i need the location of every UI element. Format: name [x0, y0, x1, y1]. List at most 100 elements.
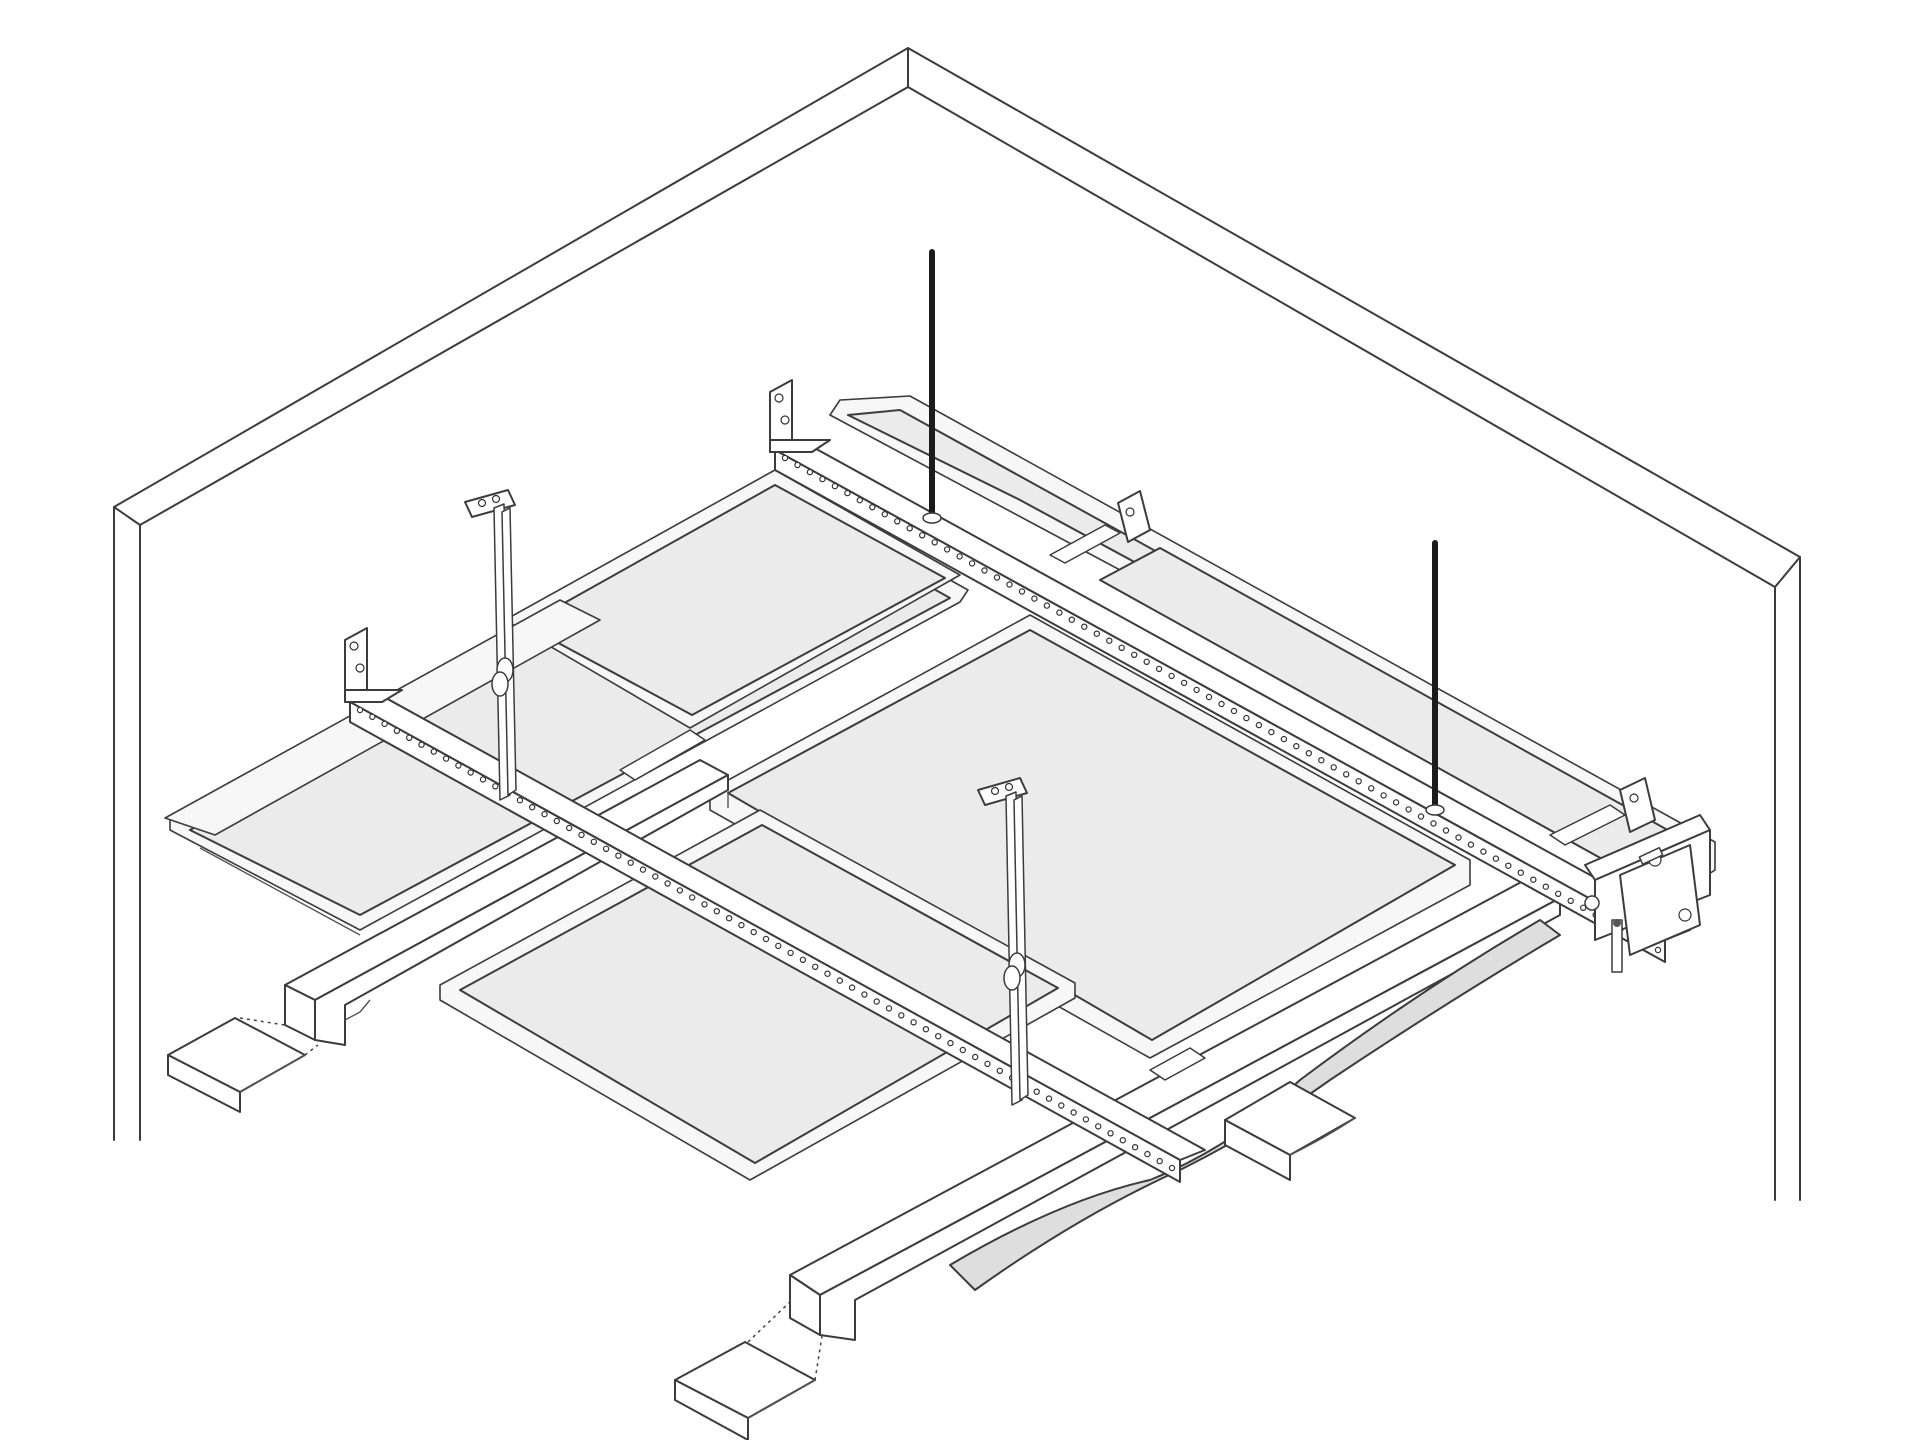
perforation-hole	[1033, 1088, 1040, 1095]
perforation-hole	[894, 518, 901, 525]
perforation-hole	[430, 748, 437, 755]
perforation-hole	[1018, 588, 1026, 595]
perforation-hole	[1355, 778, 1362, 785]
perforation-hole	[762, 935, 770, 943]
perforation-hole	[738, 921, 745, 929]
carrier-profile-end-3	[1224, 1081, 1356, 1181]
perforation-hole	[1106, 637, 1113, 644]
perforation-hole	[1579, 904, 1587, 912]
perforation-hole	[844, 489, 851, 497]
perforation-hole	[1006, 581, 1013, 588]
perforation-hole	[831, 482, 839, 490]
perforation-hole	[1380, 792, 1387, 799]
threaded-suspension-rod-1	[922, 249, 942, 524]
perforation-hole	[602, 845, 610, 853]
perforation-hole	[1180, 679, 1188, 687]
perforation-hole	[467, 769, 474, 776]
perforation-hole	[1505, 862, 1512, 869]
perforation-hole	[799, 956, 807, 964]
ceiling-panel-upper-left	[504, 469, 961, 729]
perforation-hole	[639, 866, 647, 873]
perforation-hole	[590, 838, 598, 846]
perforation-hole	[1367, 785, 1375, 792]
perforation-hole	[1070, 1109, 1077, 1116]
perforation-hole	[881, 511, 889, 518]
carrier-profile-end-1	[167, 1017, 319, 1113]
perforation-hole	[856, 497, 864, 504]
cross-tee-profiles	[619, 524, 1626, 1081]
perforation-hole	[996, 1067, 1004, 1075]
perforation-hole	[492, 783, 499, 790]
perforation-hole	[1654, 946, 1662, 954]
perforation-hole	[1542, 883, 1550, 890]
perforation-hole	[1156, 1157, 1163, 1165]
perforation-hole	[750, 928, 757, 936]
perforation-hole	[1093, 630, 1101, 637]
perforation-hole	[968, 560, 976, 567]
perforation-hole	[919, 532, 926, 539]
perforation-hole	[959, 1046, 967, 1054]
perforation-hole	[1467, 841, 1475, 848]
perforation-hole	[689, 894, 696, 901]
perforation-hole	[1342, 771, 1350, 778]
perforation-hole	[1119, 1136, 1127, 1144]
perforation-hole	[873, 998, 880, 1005]
perforation-hole	[1230, 707, 1238, 715]
perforation-hole	[947, 1039, 954, 1047]
perforation-hole	[1492, 855, 1500, 862]
perforation-hole	[516, 797, 524, 804]
perforation-hole	[1280, 735, 1288, 743]
perforation-hole	[1130, 651, 1138, 659]
perforation-hole	[1268, 728, 1275, 736]
perforation-hole	[529, 804, 536, 811]
perforation-hole	[1144, 1150, 1151, 1158]
perforation-hole	[627, 859, 634, 866]
perforation-hole	[984, 1060, 991, 1068]
perforation-hole	[1417, 813, 1425, 820]
perforation-hole	[1455, 834, 1462, 841]
perforation-hole	[972, 1053, 979, 1061]
perforation-hole	[393, 727, 401, 735]
perforation-hole	[1168, 1164, 1176, 1172]
wall-angle-bracket-2	[344, 627, 403, 703]
perforation-hole	[553, 817, 561, 825]
perforation-hole	[993, 574, 1001, 581]
perforation-hole	[775, 942, 782, 950]
perforation-hole	[1293, 743, 1300, 750]
adjustable-hanger-strap-1	[464, 489, 517, 801]
threaded-suspension-rod-2	[1425, 540, 1445, 816]
perforation-hole	[869, 504, 876, 511]
perforation-hole	[713, 908, 721, 915]
perforation-hole	[566, 824, 573, 832]
perforation-hole	[787, 949, 794, 957]
perforation-hole	[1480, 848, 1487, 855]
perforation-hole	[1155, 665, 1163, 673]
perforation-hole	[956, 553, 963, 560]
perforation-hole	[812, 963, 819, 971]
perforation-hole	[1094, 1123, 1102, 1130]
perforated-main-channel-front	[349, 691, 1206, 1183]
perforation-hole	[1430, 820, 1437, 827]
perforation-hole	[794, 461, 801, 469]
perforation-hole	[1205, 693, 1213, 701]
perforation-hole	[943, 546, 951, 553]
perforation-hole	[781, 454, 789, 462]
perforation-hole	[922, 1025, 930, 1033]
perforation-hole	[1058, 1102, 1065, 1109]
perforation-hole	[1405, 806, 1412, 813]
perforation-hole	[442, 755, 450, 762]
perforation-hole	[1218, 700, 1225, 708]
perforation-hole	[1107, 1130, 1114, 1137]
perforation-hole	[981, 567, 988, 574]
perforation-hole	[836, 977, 844, 984]
perforation-hole	[1392, 799, 1400, 806]
perforation-hole	[1517, 869, 1525, 876]
perforation-hole	[898, 1012, 905, 1019]
perforation-hole	[1567, 897, 1574, 905]
perforation-hole	[1143, 658, 1150, 666]
perforation-hole	[356, 706, 364, 714]
perforation-hole	[1318, 757, 1325, 764]
perforation-hole	[578, 831, 585, 839]
perforation-hole	[1118, 644, 1125, 652]
